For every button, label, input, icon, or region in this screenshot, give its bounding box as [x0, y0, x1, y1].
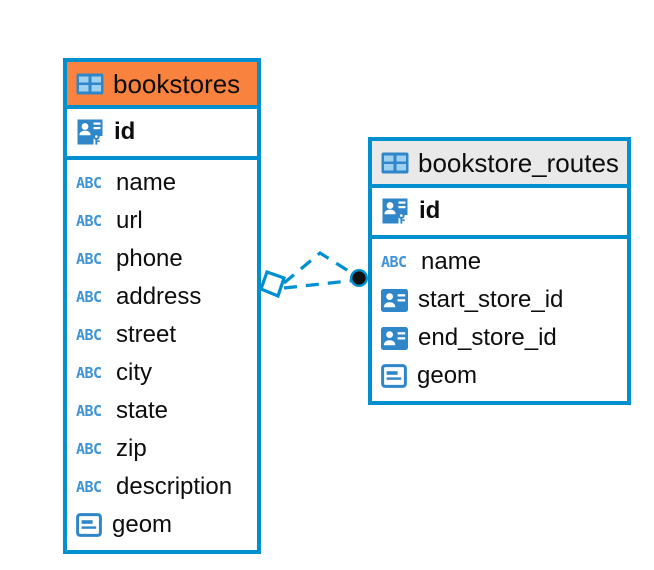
field-row-state[interactable]: ABC state: [67, 392, 257, 430]
entity-bookstore-routes-key-section: id: [372, 188, 627, 239]
entity-bookstores-field-section: ABC name ABC url ABC phone ABC address A…: [67, 160, 257, 550]
text-abc-icon: ABC: [76, 249, 102, 268]
primary-key-icon: [77, 119, 103, 145]
field-label-phone: phone: [116, 245, 183, 272]
entity-bookstore-routes-title: bookstore_routes: [418, 147, 619, 178]
entity-bookstores-title: bookstores: [113, 68, 241, 99]
field-label-city: city: [116, 359, 152, 386]
text-abc-icon: ABC: [76, 211, 102, 230]
field-row-name[interactable]: ABC name: [372, 243, 627, 281]
filled-dot-marker: [350, 269, 368, 287]
text-abc-icon: ABC: [76, 287, 102, 306]
field-label-zip: zip: [116, 435, 147, 462]
field-label-geom: geom: [112, 511, 173, 538]
field-label-end-store-id: end_store_id: [418, 324, 557, 351]
entity-bookstore-routes-field-section: ABC name start_store_id: [372, 239, 627, 401]
field-row-address[interactable]: ABC address: [67, 278, 257, 316]
text-abc-icon: ABC: [76, 477, 102, 496]
entity-bookstore-routes[interactable]: bookstore_routes id ABC: [368, 137, 631, 405]
entity-bookstores[interactable]: bookstores id ABC: [63, 58, 261, 554]
field-row-end-store-id[interactable]: end_store_id: [372, 319, 627, 357]
table-icon: [381, 152, 409, 173]
entity-bookstore-routes-header[interactable]: bookstore_routes: [372, 141, 627, 188]
relationship-line-lower: [283, 278, 359, 290]
field-label-name: name: [421, 248, 482, 275]
field-row-city[interactable]: ABC city: [67, 354, 257, 392]
field-row-zip[interactable]: ABC zip: [67, 430, 257, 468]
entity-bookstores-header[interactable]: bookstores: [67, 62, 257, 109]
field-label-start-store-id: start_store_id: [418, 286, 564, 313]
field-row-description[interactable]: ABC description: [67, 468, 257, 506]
field-label-id: id: [419, 197, 441, 224]
field-row-id[interactable]: id: [372, 192, 627, 230]
text-abc-icon: ABC: [76, 439, 102, 458]
field-row-id[interactable]: id: [67, 113, 257, 151]
text-abc-icon: ABC: [381, 252, 407, 271]
table-icon: [76, 73, 104, 94]
field-label-id: id: [114, 118, 136, 145]
text-abc-icon: ABC: [76, 363, 102, 382]
relationship-line-upper: [282, 251, 359, 285]
field-row-name[interactable]: ABC name: [67, 164, 257, 202]
field-label-url: url: [116, 207, 143, 234]
field-row-phone[interactable]: ABC phone: [67, 240, 257, 278]
field-row-geom[interactable]: geom: [372, 357, 627, 395]
text-abc-icon: ABC: [76, 325, 102, 344]
field-label-name: name: [116, 169, 177, 196]
diamond-outline-marker: [258, 269, 287, 299]
field-label-address: address: [116, 283, 202, 310]
field-row-street[interactable]: ABC street: [67, 316, 257, 354]
field-label-street: street: [116, 321, 177, 348]
text-abc-icon: ABC: [76, 173, 102, 192]
field-label-description: description: [116, 473, 233, 500]
geometry-icon: [381, 364, 407, 388]
primary-key-icon: [382, 198, 408, 224]
geometry-icon: [76, 513, 102, 537]
foreign-key-icon: [381, 326, 408, 350]
text-abc-icon: ABC: [76, 401, 102, 420]
field-label-geom: geom: [417, 362, 478, 389]
field-row-start-store-id[interactable]: start_store_id: [372, 281, 627, 319]
foreign-key-icon: [381, 288, 408, 312]
field-row-url[interactable]: ABC url: [67, 202, 257, 240]
field-label-state: state: [116, 397, 169, 424]
field-row-geom[interactable]: geom: [67, 506, 257, 544]
entity-bookstores-key-section: id: [67, 109, 257, 160]
